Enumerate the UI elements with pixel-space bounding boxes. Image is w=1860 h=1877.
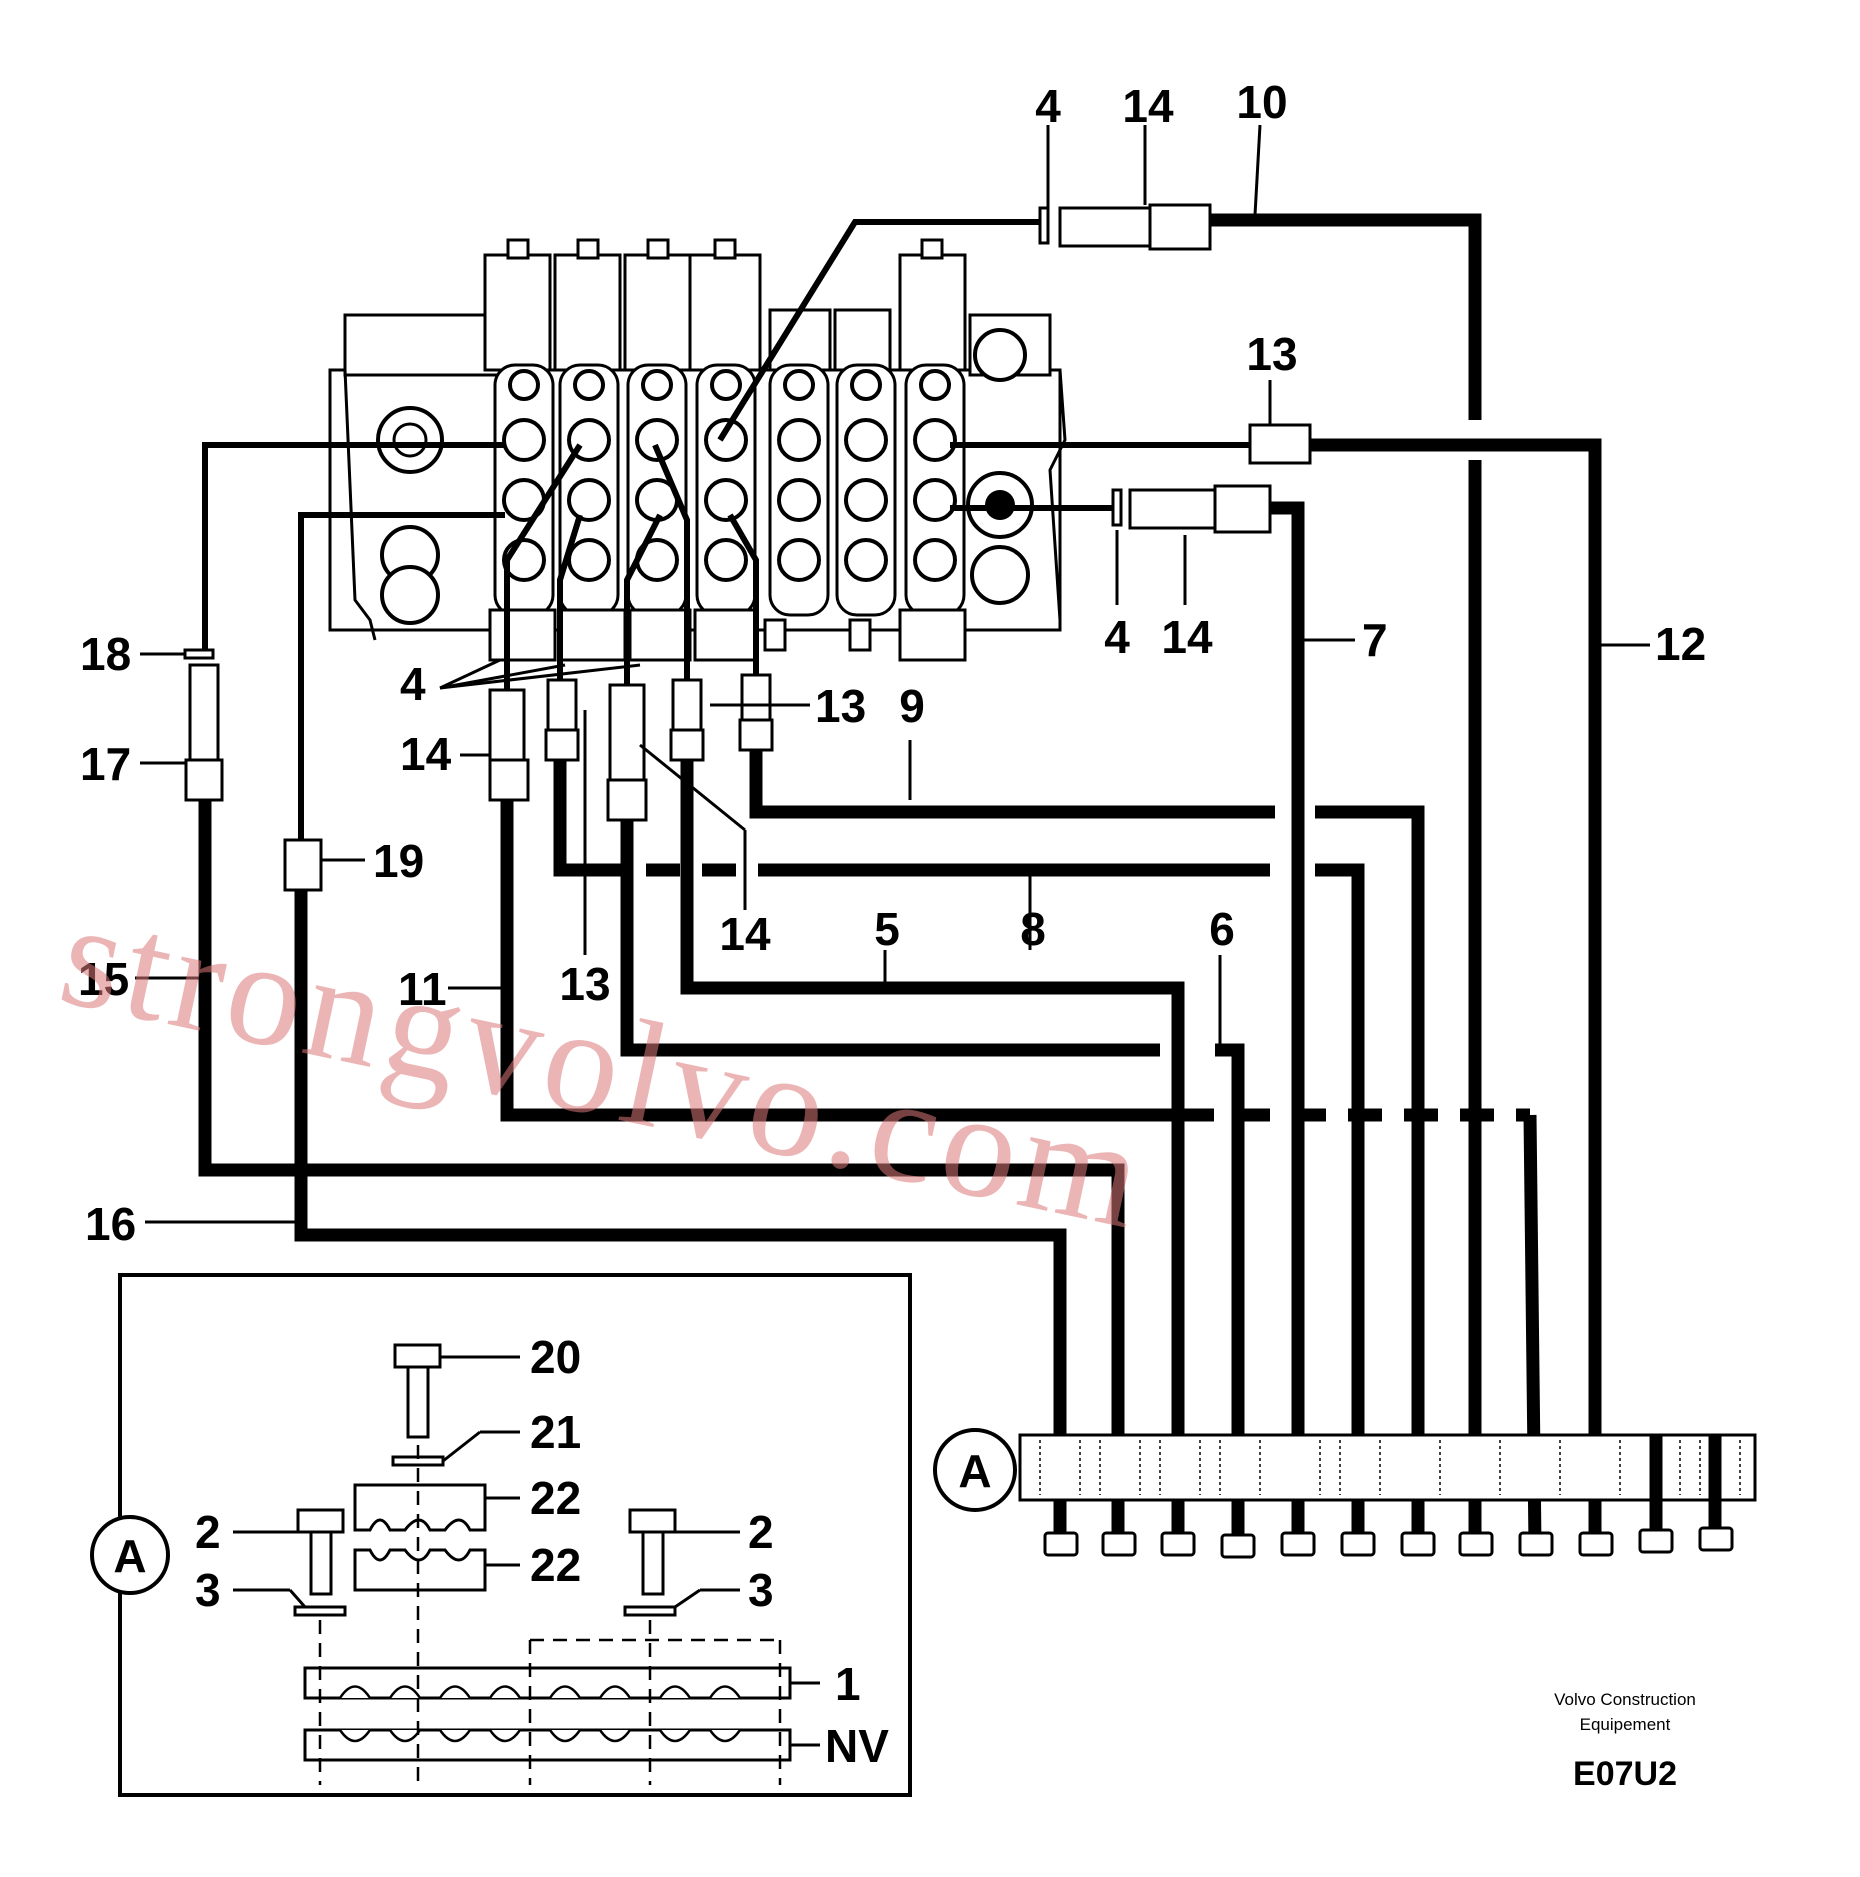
drawing-code: E07U2 xyxy=(1573,1755,1677,1793)
label-20: 20 xyxy=(530,1331,581,1383)
credit-line-1: Volvo Construction xyxy=(1554,1690,1696,1709)
label-12: 12 xyxy=(1655,618,1706,670)
label-19: 19 xyxy=(373,835,424,887)
label-14-top: 14 xyxy=(1122,80,1174,132)
label-3-right: 3 xyxy=(748,1564,774,1616)
leader-lines xyxy=(135,124,1650,1224)
label-1: 1 xyxy=(835,1658,861,1710)
label-4-left: 4 xyxy=(400,658,426,710)
label-9: 9 xyxy=(899,680,925,732)
label-16: 16 xyxy=(85,1198,136,1250)
label-nv: NV xyxy=(825,1720,889,1772)
label-22-bottom: 22 xyxy=(530,1539,581,1591)
watermark: strongvolvo.com xyxy=(48,870,1161,1262)
label-21: 21 xyxy=(530,1406,581,1458)
label-13-mid: 13 xyxy=(815,680,866,732)
label-15: 15 xyxy=(78,953,129,1005)
detail-a-panel: A xyxy=(90,1273,912,1797)
hose-routes xyxy=(198,213,1602,1546)
label-14-left: 14 xyxy=(400,728,452,780)
connector-block: A xyxy=(933,1428,1757,1559)
label-4-mid: 4 xyxy=(1104,611,1130,663)
detail-callout: A xyxy=(113,1530,146,1582)
label-14-mid: 14 xyxy=(1161,611,1213,663)
control-valve-block xyxy=(328,238,1067,662)
label-2-right: 2 xyxy=(748,1506,774,1558)
connector-callout: A xyxy=(958,1445,991,1497)
label-2-left: 2 xyxy=(195,1506,221,1558)
label-7: 7 xyxy=(1362,614,1388,666)
label-3-left: 3 xyxy=(195,1564,221,1616)
label-22-top: 22 xyxy=(530,1472,581,1524)
part-labels: 4 14 10 13 4 14 7 12 18 17 4 14 13 9 19 … xyxy=(78,76,1706,1250)
label-17: 17 xyxy=(80,738,131,790)
credit-line-2: Equipement xyxy=(1580,1715,1671,1734)
label-13-low: 13 xyxy=(559,958,610,1010)
label-4-top: 4 xyxy=(1035,80,1061,132)
label-5: 5 xyxy=(874,903,900,955)
label-6: 6 xyxy=(1209,903,1235,955)
label-10: 10 xyxy=(1236,76,1287,128)
label-11: 11 xyxy=(398,963,447,1015)
label-13-right: 13 xyxy=(1246,328,1297,380)
label-18: 18 xyxy=(80,628,131,680)
label-8: 8 xyxy=(1020,903,1046,955)
label-14-low: 14 xyxy=(719,908,771,960)
